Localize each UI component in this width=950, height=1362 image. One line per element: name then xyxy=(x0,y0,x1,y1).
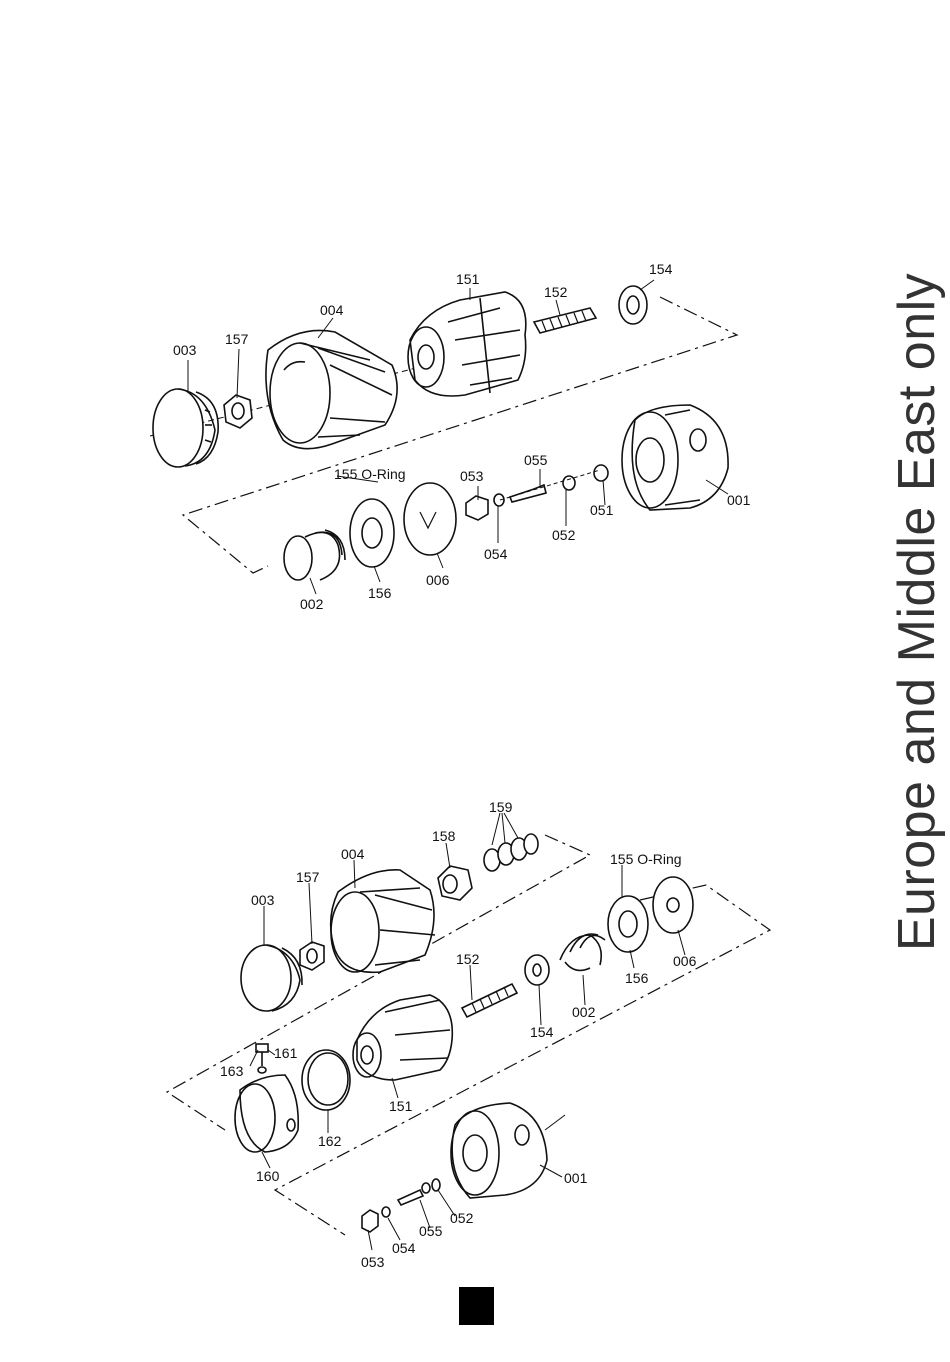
part-006-disc-b xyxy=(653,877,693,933)
part-151-valve-body-b xyxy=(353,995,452,1080)
label-151: 151 xyxy=(456,271,480,287)
part-157-nut-b xyxy=(300,942,324,970)
label-052: 052 xyxy=(552,527,576,543)
label-155: 155 O-Ring xyxy=(334,466,406,482)
label-054: 054 xyxy=(484,546,508,562)
part-002-spring-b xyxy=(560,934,605,970)
label-158: 158 xyxy=(432,828,456,844)
label-055: 055 xyxy=(419,1223,443,1239)
diagram-bottom xyxy=(167,813,770,1250)
label-163: 163 xyxy=(220,1063,244,1079)
label-003: 003 xyxy=(173,342,197,358)
region-caption: Europe and Middle East only xyxy=(887,273,947,951)
part-154-washer xyxy=(619,286,647,324)
label-051: 051 xyxy=(590,502,614,518)
diagram-top xyxy=(150,280,737,594)
part-163-screw xyxy=(256,1044,268,1073)
label-157: 157 xyxy=(296,869,320,885)
part-006-disc xyxy=(404,483,456,555)
label-001: 001 xyxy=(727,492,751,508)
label-052: 052 xyxy=(450,1210,474,1226)
label-157: 157 xyxy=(225,331,249,347)
label-053: 053 xyxy=(460,468,484,484)
label-152: 152 xyxy=(456,951,480,967)
label-151: 151 xyxy=(389,1098,413,1114)
part-004-knob-b xyxy=(331,870,435,972)
label-156: 156 xyxy=(368,585,392,601)
part-160-collar xyxy=(235,1075,298,1152)
label-159: 159 xyxy=(489,799,513,815)
label-154: 154 xyxy=(530,1024,554,1040)
label-006: 006 xyxy=(426,572,450,588)
label-156: 156 xyxy=(625,970,649,986)
label-054: 054 xyxy=(392,1240,416,1256)
part-001-housing xyxy=(622,405,728,510)
label-055: 055 xyxy=(524,452,548,468)
page-marker-block xyxy=(459,1287,494,1325)
label-003: 003 xyxy=(251,892,275,908)
label-053: 053 xyxy=(361,1254,385,1270)
label-002: 002 xyxy=(572,1004,596,1020)
label-004: 004 xyxy=(341,846,365,862)
label-001: 001 xyxy=(564,1170,588,1186)
part-151-valve-body xyxy=(408,292,526,396)
part-152-stem-b xyxy=(462,984,517,1017)
label-162: 162 xyxy=(318,1133,342,1149)
part-159-washers xyxy=(484,834,538,871)
part-003-cap xyxy=(153,389,218,467)
small-parts-top xyxy=(466,465,608,520)
label-152: 152 xyxy=(544,284,568,300)
part-156-seat xyxy=(350,499,394,567)
part-162-oring xyxy=(302,1050,350,1110)
part-152-stem xyxy=(534,308,596,333)
label-155: 155 O-Ring xyxy=(610,851,682,867)
part-154-washer-b xyxy=(525,955,549,985)
part-158-nut xyxy=(438,866,472,900)
part-002-spring xyxy=(284,530,345,580)
label-006: 006 xyxy=(673,953,697,969)
part-001-housing-b xyxy=(451,1103,565,1198)
part-004-knob xyxy=(266,330,397,448)
part-156-seat-b xyxy=(608,896,648,952)
label-002: 002 xyxy=(300,596,324,612)
label-161: 161 xyxy=(274,1045,298,1061)
part-157-nut xyxy=(224,395,252,428)
label-004: 004 xyxy=(320,302,344,318)
label-160: 160 xyxy=(256,1168,280,1184)
part-003-cap-b xyxy=(241,945,302,1011)
label-154: 154 xyxy=(649,261,673,277)
